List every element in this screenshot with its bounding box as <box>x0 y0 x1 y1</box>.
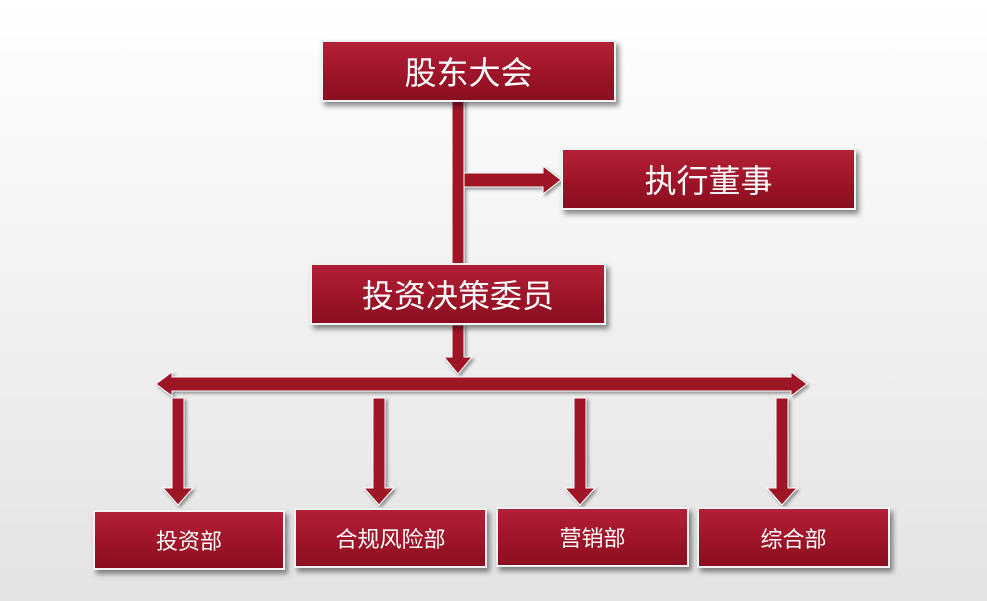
node-dept-compliance-risk: 合规风险部 <box>294 508 487 568</box>
stem-line <box>451 99 465 269</box>
node-dept-investment-label: 投资部 <box>155 530 222 555</box>
node-dept-compliance-risk-label: 合规风险部 <box>335 528 446 553</box>
node-dept-general-label: 综合部 <box>760 527 827 553</box>
node-shareholders-meeting-label: 股东大会 <box>404 54 533 92</box>
node-dept-marketing-label: 营销部 <box>559 527 626 552</box>
arrow-dept-4 <box>765 397 799 506</box>
node-dept-general: 综合部 <box>697 507 890 568</box>
node-investment-committee: 投资决策委员 <box>310 263 606 325</box>
arrow-dept-3 <box>563 397 597 506</box>
node-investment-committee-label: 投资决策委员 <box>361 277 554 315</box>
node-shareholders-meeting: 股东大会 <box>321 40 616 102</box>
arrow-to-bus <box>442 324 474 375</box>
node-executive-director-label: 执行董事 <box>644 162 773 200</box>
arrow-dept-2 <box>362 397 396 506</box>
horizontal-bus <box>155 371 808 397</box>
arrow-to-side <box>463 164 562 196</box>
node-dept-marketing: 营销部 <box>496 507 689 567</box>
node-executive-director: 执行董事 <box>561 148 856 210</box>
node-dept-investment: 投资部 <box>93 510 285 570</box>
arrow-dept-1 <box>161 397 195 506</box>
